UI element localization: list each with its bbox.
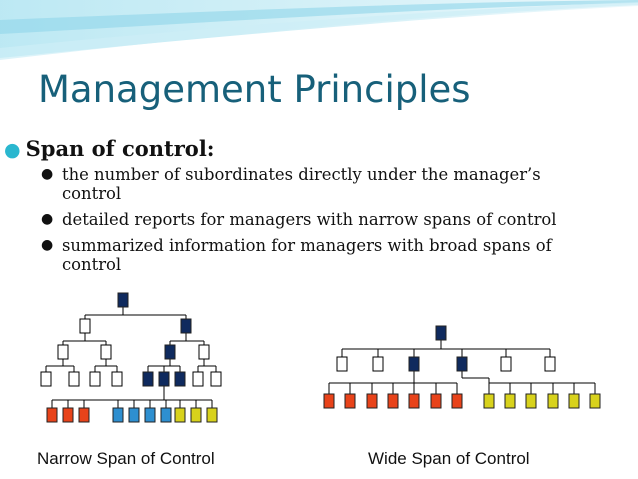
org-node — [78, 407, 90, 423]
org-node — [112, 407, 124, 423]
org-node — [430, 393, 442, 409]
subitem-text-line: control — [62, 184, 122, 203]
org-node — [336, 356, 348, 372]
org-node — [128, 407, 140, 423]
org-node — [142, 371, 154, 387]
narrow-caption: Narrow Span of Control — [37, 449, 215, 468]
wide-caption: Wide Span of Control — [368, 449, 530, 468]
sub-bullet-dot-icon: ● — [41, 211, 54, 227]
org-node — [144, 407, 156, 423]
org-node — [210, 371, 222, 387]
org-node — [500, 356, 512, 372]
org-node — [366, 393, 378, 409]
subitem-text-line: the number of subordinates directly unde… — [62, 165, 541, 184]
slide-title: Management Principles — [38, 68, 471, 111]
org-node — [100, 344, 112, 360]
org-node — [568, 393, 580, 409]
bullet-dot-icon: ● — [4, 139, 21, 161]
org-node — [57, 344, 69, 360]
org-node — [111, 371, 123, 387]
bullet-span-of-control: ●Span of control: — [4, 136, 215, 161]
decorative-banner — [0, 0, 638, 70]
org-node — [46, 407, 58, 423]
org-node — [435, 325, 447, 341]
org-node — [544, 356, 556, 372]
org-node — [117, 292, 129, 308]
org-node — [451, 393, 463, 409]
subitem-text-line: control — [62, 255, 122, 274]
subitem-narrow: ● detailed reports for managers with nar… — [41, 210, 633, 229]
sub-bullet-dot-icon: ● — [41, 237, 54, 253]
org-charts — [40, 292, 601, 423]
org-node — [180, 318, 192, 334]
org-node — [547, 393, 559, 409]
narrow-org-chart — [40, 292, 222, 423]
org-node — [62, 407, 74, 423]
org-node — [408, 393, 420, 409]
org-node — [198, 344, 210, 360]
org-node — [408, 356, 420, 372]
org-node — [89, 371, 101, 387]
org-node — [174, 371, 186, 387]
org-node — [589, 393, 601, 409]
org-node — [174, 407, 186, 423]
org-node — [160, 407, 172, 423]
org-node — [387, 393, 399, 409]
org-node — [504, 393, 516, 409]
subitem-text-line: summarized information for managers with… — [62, 236, 552, 255]
wide-org-chart — [323, 325, 601, 409]
sub-bullet-dot-icon: ● — [41, 166, 54, 182]
org-node — [456, 356, 468, 372]
subitem-broad: ● summarized information for managers wi… — [41, 236, 633, 274]
org-node — [68, 371, 80, 387]
org-node — [79, 318, 91, 334]
org-node — [206, 407, 218, 423]
subitem-definition: ● the number of subordinates directly un… — [41, 165, 633, 203]
org-node — [40, 371, 52, 387]
org-node — [323, 393, 335, 409]
org-node — [164, 344, 176, 360]
org-node — [192, 371, 204, 387]
bullet-label: Span of control: — [25, 136, 215, 161]
org-node — [158, 371, 170, 387]
org-node — [483, 393, 495, 409]
org-node — [372, 356, 384, 372]
subitem-text-line: detailed reports for managers with narro… — [62, 210, 557, 229]
org-node — [525, 393, 537, 409]
org-node — [344, 393, 356, 409]
org-node — [190, 407, 202, 423]
